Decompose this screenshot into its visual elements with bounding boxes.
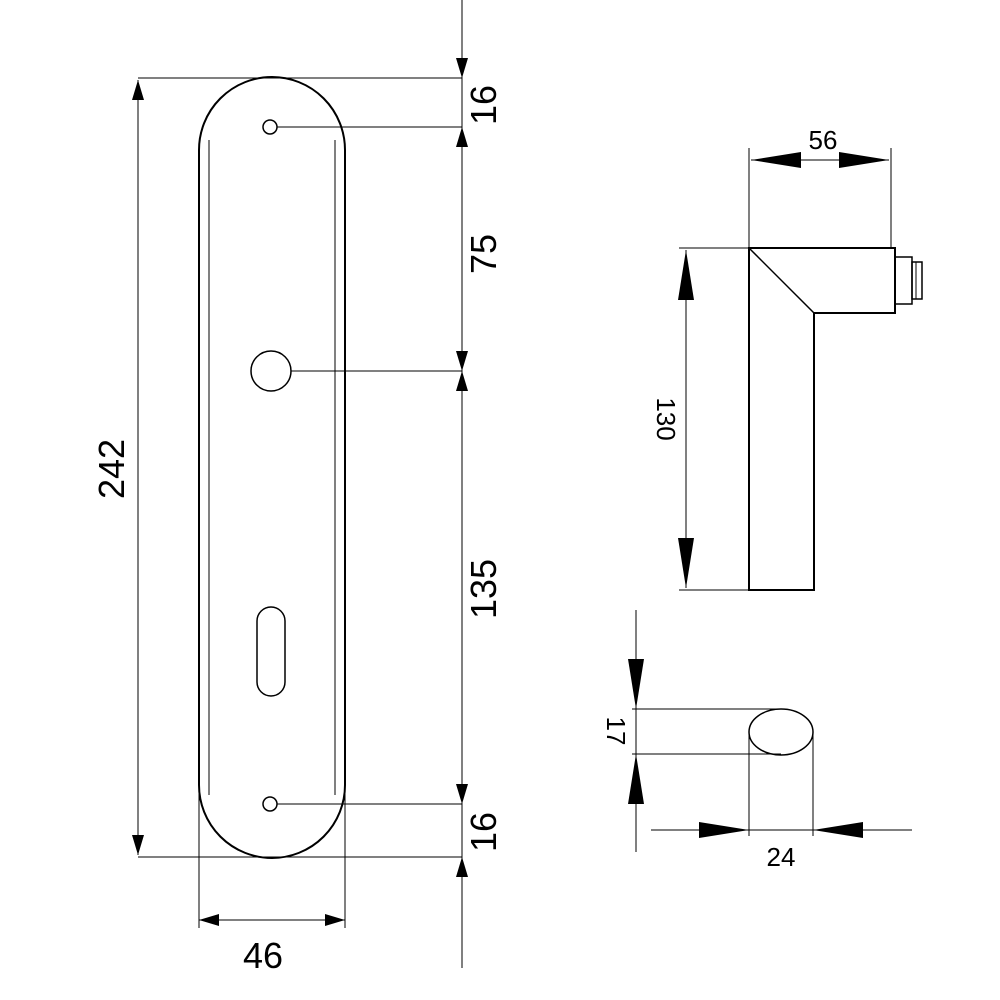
dimension-label-section-width: 24 <box>767 842 796 872</box>
dimension-24: 24 <box>651 822 912 872</box>
dimension-label-top-offset: 16 <box>463 85 504 125</box>
handle-extension-lines <box>679 148 892 591</box>
screw-hole-top <box>262 119 278 135</box>
handle-section-view <box>632 708 814 836</box>
screw-hole-bottom <box>262 796 278 812</box>
backplate-outline <box>198 76 346 859</box>
dimension-label-section-height: 17 <box>601 717 631 746</box>
dimension-56: 56 <box>751 125 889 168</box>
dimension-label-bottom-offset: 16 <box>463 812 504 852</box>
dimension-chain-right: 16 75 135 16 <box>456 0 504 968</box>
spindle-hole <box>250 350 292 392</box>
handle-spindle <box>894 256 913 305</box>
handle-spindle-tip <box>911 261 923 300</box>
handle-section-ellipse <box>748 708 814 756</box>
handle-side-view <box>748 247 923 591</box>
dimension-17: 17 <box>601 610 644 852</box>
backplate-view <box>198 76 346 859</box>
keyhole-slot <box>256 606 286 697</box>
dimension-label-lower-spacing: 135 <box>463 559 504 619</box>
dimension-46: 46 <box>199 914 345 976</box>
dimension-label-upper-spacing: 75 <box>463 234 504 274</box>
dimension-label-handle-projection: 56 <box>809 125 838 155</box>
handle-bevel-line <box>748 247 815 314</box>
handle-outline <box>748 247 896 591</box>
dimension-242: 242 <box>91 80 144 855</box>
dimension-label-height: 242 <box>91 439 132 499</box>
backplate-extension-lines <box>138 77 462 928</box>
dimension-label-width: 46 <box>243 935 283 976</box>
dimension-130: 130 <box>651 250 694 588</box>
dimension-label-handle-length: 130 <box>651 397 681 440</box>
